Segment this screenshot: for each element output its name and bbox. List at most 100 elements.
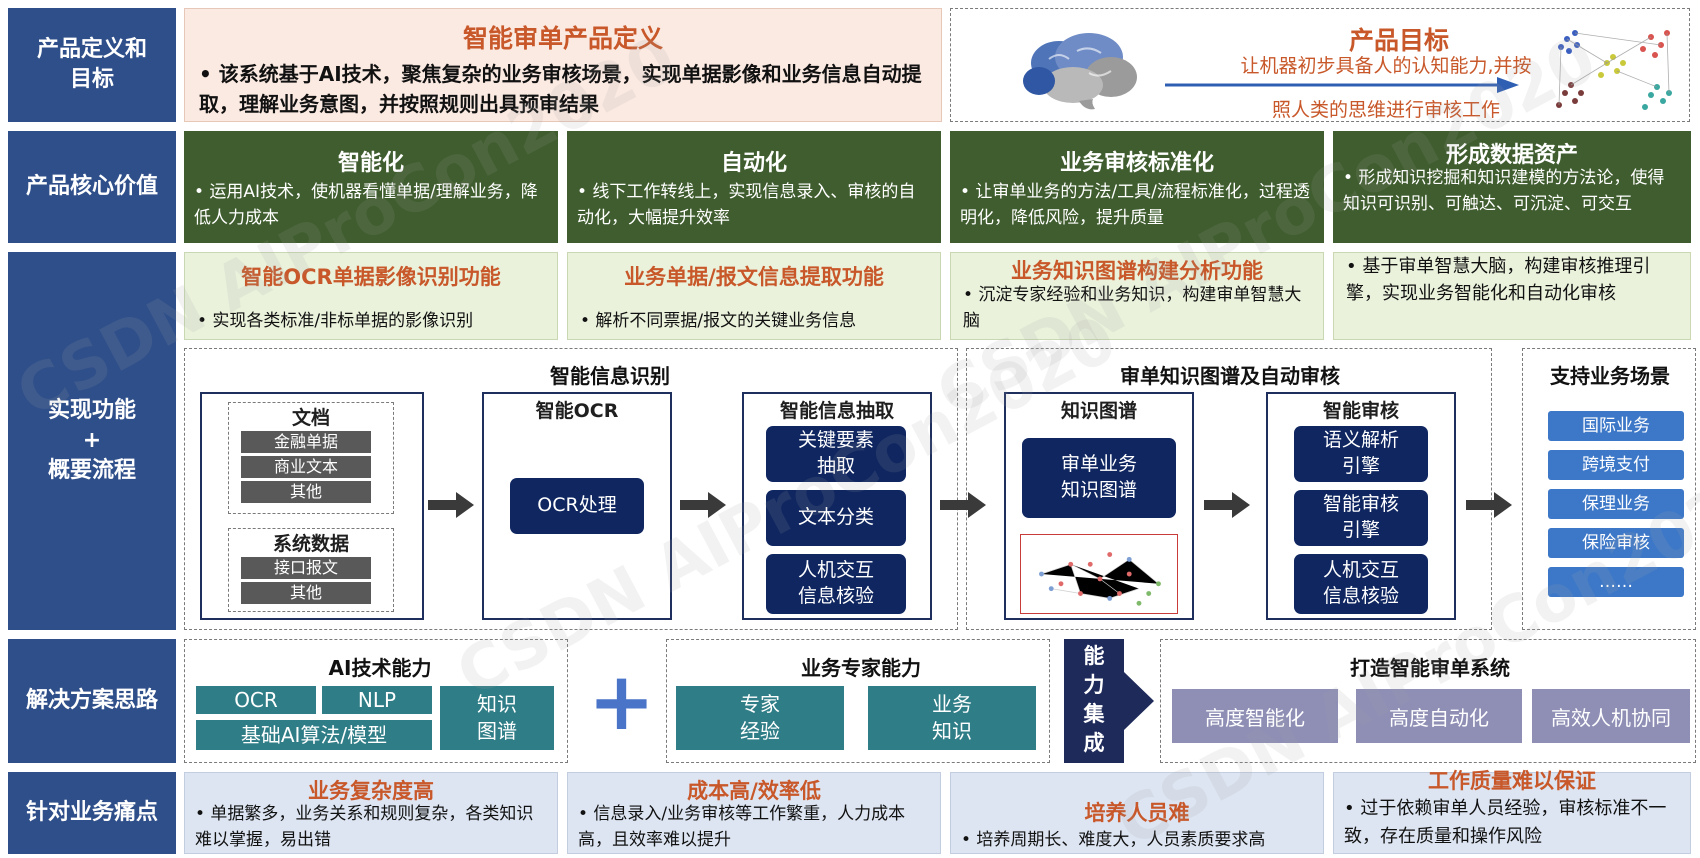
- flow-arrow-icon: [1204, 492, 1250, 518]
- sources-frame: 文档 金融单据 商业文本 其他 系统数据 接口报文 其他: [200, 392, 424, 620]
- function-title: 业务单据/报文信息提取功能: [624, 265, 884, 289]
- value-card-standardization: 业务审核标准化 • 让审单业务的方法/工具/流程标准化，过程透明化，降低风险，提…: [950, 131, 1324, 243]
- value-text: • 形成知识挖掘和知识建模的方法论，使得知识可识别、可触达、可沉淀、可交互: [1343, 168, 1665, 215]
- recognition-section-title: 智能信息识别: [550, 364, 670, 388]
- plus-icon: +: [588, 655, 656, 748]
- document-item: 金融单据: [241, 431, 371, 453]
- pain-text: • 过于依赖审单人员经验，审核标准不一致，存在质量和操作风险: [1344, 798, 1667, 847]
- extraction-title: 智能信息抽取: [779, 400, 894, 422]
- value-text: • 线下工作转线上，实现信息录入、审核的自动化，大幅提升效率: [577, 182, 916, 229]
- pain-card-training: 培养人员难 • 培养周期长、难度大，人员素质要求高: [950, 772, 1324, 854]
- knowledge-graph-frame: 知识图谱 审单业务 知识图谱: [1004, 392, 1194, 620]
- value-card-intelligent: 智能化 • 运用AI技术，使机器看懂单据/理解业务，降低人力成本: [184, 131, 558, 243]
- product-definition-title: 智能审单产品定义: [462, 24, 663, 53]
- expert-item-knowledge: 业务 知识: [868, 686, 1036, 750]
- function-card-reasoning-engine: • 基于审单智慧大脑，构建审核推理引擎，实现业务智能化和自动化审核: [1333, 252, 1691, 340]
- network-cluster-icon: [1556, 30, 1672, 110]
- ocr-process-box: OCR处理: [510, 478, 644, 534]
- ai-item-algorithms: 基础AI算法/模型: [196, 720, 432, 750]
- document-item: 商业文本: [241, 456, 371, 478]
- value-title: 形成数据资产: [1445, 143, 1578, 168]
- system-item: 高效人机协同: [1532, 689, 1690, 743]
- ai-item-ocr: OCR: [196, 686, 316, 714]
- ocr-title: 智能OCR: [535, 400, 619, 422]
- knowledge-graph-image: [1020, 534, 1178, 614]
- audit-title: 智能审核: [1322, 400, 1399, 422]
- pain-title: 业务复杂度高: [308, 779, 434, 803]
- system-data-item: 接口报文: [241, 557, 371, 579]
- scenario-item: 国际业务: [1548, 411, 1684, 441]
- capability-integration-box: 能 力 集 成: [1064, 639, 1124, 763]
- value-title: 智能化: [337, 151, 404, 176]
- product-goal-panel: 产品目标 让机器初步具备人的认知能力,并按 照人类的思维进行审核工作: [950, 8, 1690, 122]
- function-title: 业务知识图谱构建分析功能: [1011, 259, 1263, 283]
- product-goal-line1: 让机器初步具备人的认知能力,并按: [1240, 55, 1532, 77]
- row-label-core-value: 产品核心价值: [8, 131, 176, 243]
- audit-item: 语义解析 引擎: [1294, 426, 1428, 482]
- pain-text: • 培养周期长、难度大，人员素质要求高: [961, 830, 1266, 850]
- ai-item-knowledge-graph: 知识 图谱: [440, 686, 554, 750]
- value-text: • 让审单业务的方法/工具/流程标准化，过程透明化，降低风险，提升质量: [960, 182, 1310, 229]
- system-item: 高度智能化: [1172, 689, 1338, 743]
- document-group: 文档 金融单据 商业文本 其他: [228, 402, 394, 514]
- scenario-item: 保理业务: [1548, 489, 1684, 519]
- value-title: 自动化: [720, 151, 787, 176]
- pain-text: • 单据繁多，业务关系和规则复杂，各类知识难以掌握，易出错: [195, 804, 534, 851]
- ai-item-nlp: NLP: [322, 686, 432, 714]
- audit-item: 智能审核 引擎: [1294, 490, 1428, 546]
- audit-item: 人机交互 信息核验: [1294, 554, 1428, 614]
- extraction-item: 文本分类: [766, 490, 906, 546]
- pain-card-cost: 成本高/效率低 • 信息录入/业务审核等工作繁重，人力成本高，且效率难以提升: [567, 772, 941, 854]
- row-label-functions-flow: 实现功能 + 概要流程: [8, 252, 176, 630]
- product-goal-line2: 照人类的思维进行审核工作: [1271, 99, 1500, 121]
- pain-title: 成本高/效率低: [687, 779, 821, 803]
- row-label-solution: 解决方案思路: [8, 639, 176, 763]
- knowledge-graph-box: 审单业务 知识图谱: [1022, 438, 1176, 518]
- expert-capability-title: 业务专家能力: [801, 656, 921, 680]
- system-data-item: 其他: [241, 582, 371, 604]
- product-goal-title: 产品目标: [1348, 26, 1449, 55]
- pain-title: 工作质量难以保证: [1428, 769, 1596, 793]
- system-data-title: 系统数据: [272, 533, 349, 555]
- value-card-automation: 自动化 • 线下工作转线上，实现信息录入、审核的自动化，大幅提升效率: [567, 131, 941, 243]
- ocr-frame: 智能OCR OCR处理: [482, 392, 672, 620]
- flow-arrow-icon: [680, 492, 726, 518]
- value-card-data-assets: 形成数据资产 • 形成知识挖掘和知识建模的方法论，使得知识可识别、可触达、可沉淀…: [1333, 131, 1691, 243]
- function-text: • 解析不同票据/报文的关键业务信息: [580, 311, 857, 331]
- extraction-item: 关键要素 抽取: [766, 426, 906, 482]
- document-item: 其他: [241, 481, 371, 503]
- pain-title: 培养人员难: [1084, 801, 1190, 825]
- goal-arrow-icon: [1165, 77, 1519, 93]
- function-text: • 基于审单智慧大脑，构建审核推理引擎，实现业务智能化和自动化审核: [1346, 256, 1651, 304]
- scenario-item: 跨境支付: [1548, 450, 1684, 480]
- row-label-pain-points: 针对业务痛点: [8, 772, 176, 854]
- scenario-item: ……: [1548, 567, 1684, 597]
- function-text: • 实现各类标准/非标单据的影像识别: [197, 311, 474, 331]
- document-group-title: 文档: [291, 407, 330, 429]
- audit-frame: 智能审核 语义解析 引擎 智能审核 引擎 人机交互 信息核验: [1266, 392, 1456, 620]
- brain-icon: [1023, 33, 1137, 110]
- function-card-ocr: 智能OCR单据影像识别功能 • 实现各类标准/非标单据的影像识别: [184, 252, 558, 340]
- pain-text: • 信息录入/业务审核等工作繁重，人力成本高，且效率难以提升: [578, 804, 906, 851]
- extraction-item: 人机交互 信息核验: [766, 554, 906, 614]
- value-title: 业务审核标准化: [1059, 151, 1214, 176]
- pain-card-complexity: 业务复杂度高 • 单据繁多，业务关系和规则复杂，各类知识难以掌握，易出错: [184, 772, 558, 854]
- function-card-extraction: 业务单据/报文信息提取功能 • 解析不同票据/报文的关键业务信息: [567, 252, 941, 340]
- ai-capability-title: AI技术能力: [328, 656, 432, 680]
- system-item: 高度自动化: [1356, 689, 1522, 743]
- extraction-frame: 智能信息抽取 关键要素 抽取 文本分类 人机交互 信息核验: [742, 392, 932, 620]
- product-definition-text: • 该系统基于AI技术，聚焦复杂的业务审核场景，实现单据影像和业务信息自动提取，…: [199, 62, 922, 116]
- flow-arrow-icon: [940, 492, 986, 518]
- kg-section-title: 审单知识图谱及自动审核: [1120, 364, 1340, 388]
- system-build-title: 打造智能审单系统: [1350, 656, 1510, 680]
- scenario-item: 保险审核: [1548, 528, 1684, 558]
- flow-arrow-icon: [1466, 492, 1512, 518]
- scenarios-section-title: 支持业务场景: [1550, 364, 1670, 388]
- flow-arrow-icon: [428, 492, 474, 518]
- expert-item-experience: 专家 经验: [676, 686, 844, 750]
- function-title: 智能OCR单据影像识别功能: [241, 265, 501, 289]
- system-data-group: 系统数据 接口报文 其他: [228, 528, 394, 612]
- value-text: • 运用AI技术，使机器看懂单据/理解业务，降低人力成本: [194, 182, 538, 229]
- integration-arrow-icon: [1124, 672, 1154, 730]
- function-text: • 沉淀专家经验和业务知识，构建审单智慧大脑: [963, 285, 1302, 331]
